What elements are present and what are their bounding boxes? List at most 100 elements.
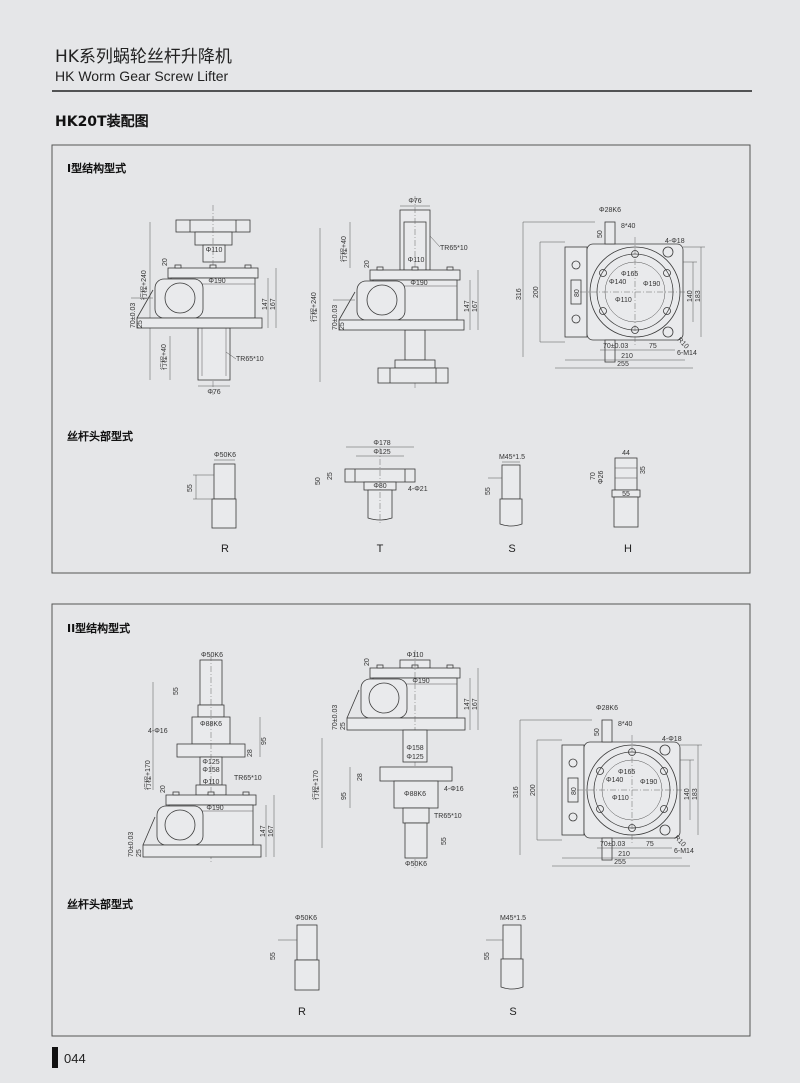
dimension-label: R10 bbox=[676, 336, 690, 350]
dimension-label: Φ190 bbox=[640, 779, 657, 786]
dimension-label: M45*1.5 bbox=[500, 915, 526, 922]
type1-top-view: 80 Φ28K6 8*40 50 4-Φ18 316 200 Φ140 Φ165… bbox=[516, 207, 705, 369]
type1-middle-gearbox: Φ190 147 167 20 25 70±0.03 bbox=[332, 260, 479, 331]
type1-heading: I型结构型式 bbox=[67, 161, 126, 175]
dimension-label: 95 bbox=[341, 792, 348, 800]
dimension-label: 80 bbox=[574, 289, 581, 297]
dimension-label: 4-Φ16 bbox=[148, 728, 168, 735]
dimension-label: Φ110 bbox=[206, 247, 223, 254]
dimension-label: 28 bbox=[357, 773, 364, 781]
dimension-label: 25 bbox=[327, 472, 334, 480]
dimension-label: TR65*10 bbox=[234, 775, 262, 782]
type2-left-gearbox: Φ190 147 167 20 25 70±0.03 bbox=[128, 785, 275, 858]
head-T-drawing: Φ178 Φ125 Φ80 50 25 4-Φ21 T bbox=[315, 440, 428, 555]
head-S-label: S bbox=[508, 543, 515, 555]
type2-middle-drawing: Φ158 Φ125 28 Φ88K6 4-Φ16 95 TR65*10 55 Φ… bbox=[311, 650, 464, 868]
dimension-label: 25 bbox=[137, 320, 144, 328]
dimension-label: 55 bbox=[173, 687, 180, 695]
type2-top-view: 80 Φ28K6 8*40 50 4-Φ18 316 200 Φ140 Φ165… bbox=[513, 705, 702, 867]
page-number: 044 bbox=[64, 1051, 86, 1066]
dimension-label: TR65*10 bbox=[440, 245, 468, 252]
dimension-label: Φ190 bbox=[412, 678, 429, 685]
dimension-label: 55 bbox=[270, 952, 277, 960]
dimension-label: 行程+40 bbox=[159, 344, 168, 370]
dimension-label: 75 bbox=[649, 343, 657, 350]
dimension-label: Φ110 bbox=[408, 257, 425, 264]
title-en: HK Worm Gear Screw Lifter bbox=[55, 68, 229, 84]
head-R-drawing: Φ50K6 55 R bbox=[187, 452, 237, 555]
dimension-label: 50 bbox=[597, 230, 604, 238]
dimension-label: Φ110 bbox=[612, 795, 629, 802]
heads1-heading: 丝杆头部型式 bbox=[67, 429, 133, 443]
dimension-label: Φ50K6 bbox=[201, 652, 223, 659]
title-cn: HK系列蜗轮丝杆升降机 bbox=[55, 47, 232, 67]
page-marker bbox=[52, 1047, 58, 1068]
dimension-label: Φ140 bbox=[606, 777, 623, 784]
dimension-label: 167 bbox=[270, 298, 277, 310]
head2-S-drawing: M45*1.5 55 S bbox=[484, 915, 526, 1018]
dimension-label: 8*40 bbox=[618, 721, 633, 728]
type1-left-drawing: Φ110 TR65*10 Φ76 行程+240 行程+40 bbox=[139, 205, 264, 396]
section-title: HK20T装配图 bbox=[55, 113, 149, 130]
dimension-label: Φ190 bbox=[206, 805, 223, 812]
dimension-label: 6-M14 bbox=[674, 848, 694, 855]
dimension-label: 183 bbox=[695, 290, 702, 302]
dimension-label: 167 bbox=[472, 698, 479, 710]
dimension-label: 25 bbox=[136, 849, 143, 857]
dimension-label: 28 bbox=[247, 749, 254, 757]
dimension-label: 210 bbox=[621, 353, 633, 360]
dimension-label: 75 bbox=[646, 841, 654, 848]
dimension-label: 70 bbox=[590, 472, 597, 480]
head-H-drawing: 44 Φ26 70 35 55 H bbox=[590, 450, 647, 555]
dimension-label: 167 bbox=[268, 825, 275, 837]
type2-left-drawing: Φ50K6 55 Φ88K6 4-Φ16 28 95 Φ125 Φ158 Φ11… bbox=[143, 652, 268, 862]
type2-panel bbox=[51, 603, 751, 1037]
dimension-label: 55 bbox=[484, 952, 491, 960]
dimension-label: 行程+40 bbox=[339, 236, 348, 262]
dimension-label: 255 bbox=[617, 361, 629, 368]
dimension-label: 316 bbox=[516, 288, 523, 300]
head2-R-label: R bbox=[298, 1006, 306, 1018]
dimension-label: 50 bbox=[315, 477, 322, 485]
dimension-label: Φ140 bbox=[609, 279, 626, 286]
dimension-label: Φ110 bbox=[203, 779, 220, 786]
dimension-label: 55 bbox=[622, 491, 630, 498]
dimension-label: Φ125 bbox=[406, 754, 423, 761]
dimension-label: 147 bbox=[464, 698, 471, 710]
dimension-label: 55 bbox=[485, 487, 492, 495]
dimension-label: Φ76 bbox=[207, 389, 220, 396]
head2-S-label: S bbox=[509, 1006, 516, 1018]
dimension-label: R10 bbox=[673, 834, 687, 848]
dimension-label: Φ190 bbox=[410, 280, 427, 287]
dimension-label: 70±0.03 bbox=[332, 705, 339, 730]
dimension-label: M45*1.5 bbox=[499, 454, 525, 461]
dimension-label: 20 bbox=[364, 260, 371, 268]
head2-R-drawing: Φ50K6 55 R bbox=[270, 915, 320, 1018]
dimension-label: 4-Φ16 bbox=[444, 786, 464, 793]
dimension-label: 200 bbox=[533, 286, 540, 298]
dimension-label: Φ165 bbox=[618, 769, 635, 776]
dimension-label: 147 bbox=[464, 300, 471, 312]
dimension-label: 80 bbox=[571, 787, 578, 795]
head-H-label: H bbox=[624, 543, 632, 555]
dimension-label: Φ50K6 bbox=[214, 452, 236, 459]
dimension-label: 210 bbox=[618, 851, 630, 858]
dimension-label: 25 bbox=[340, 722, 347, 730]
dimension-label: 行程+170 bbox=[311, 770, 320, 800]
dimension-label: 140 bbox=[684, 788, 691, 800]
dimension-label: 70±0.03 bbox=[128, 832, 135, 857]
dimension-label: Φ178 bbox=[373, 440, 390, 447]
dimension-label: 95 bbox=[261, 737, 268, 745]
dimension-label: 70±0.03 bbox=[332, 305, 339, 330]
dimension-label: 55 bbox=[187, 484, 194, 492]
dimension-label: Φ28K6 bbox=[599, 207, 621, 214]
dimension-label: Φ88K6 bbox=[404, 791, 426, 798]
dimension-label: 183 bbox=[692, 788, 699, 800]
dimension-label: 6-M14 bbox=[677, 350, 697, 357]
dimension-label: 50 bbox=[594, 728, 601, 736]
dimension-label: 20 bbox=[160, 785, 167, 793]
dimension-label: 167 bbox=[472, 300, 479, 312]
dimension-label: 70±0.03 bbox=[600, 841, 625, 848]
head-T-label: T bbox=[377, 543, 384, 555]
dimension-label: Φ28K6 bbox=[596, 705, 618, 712]
